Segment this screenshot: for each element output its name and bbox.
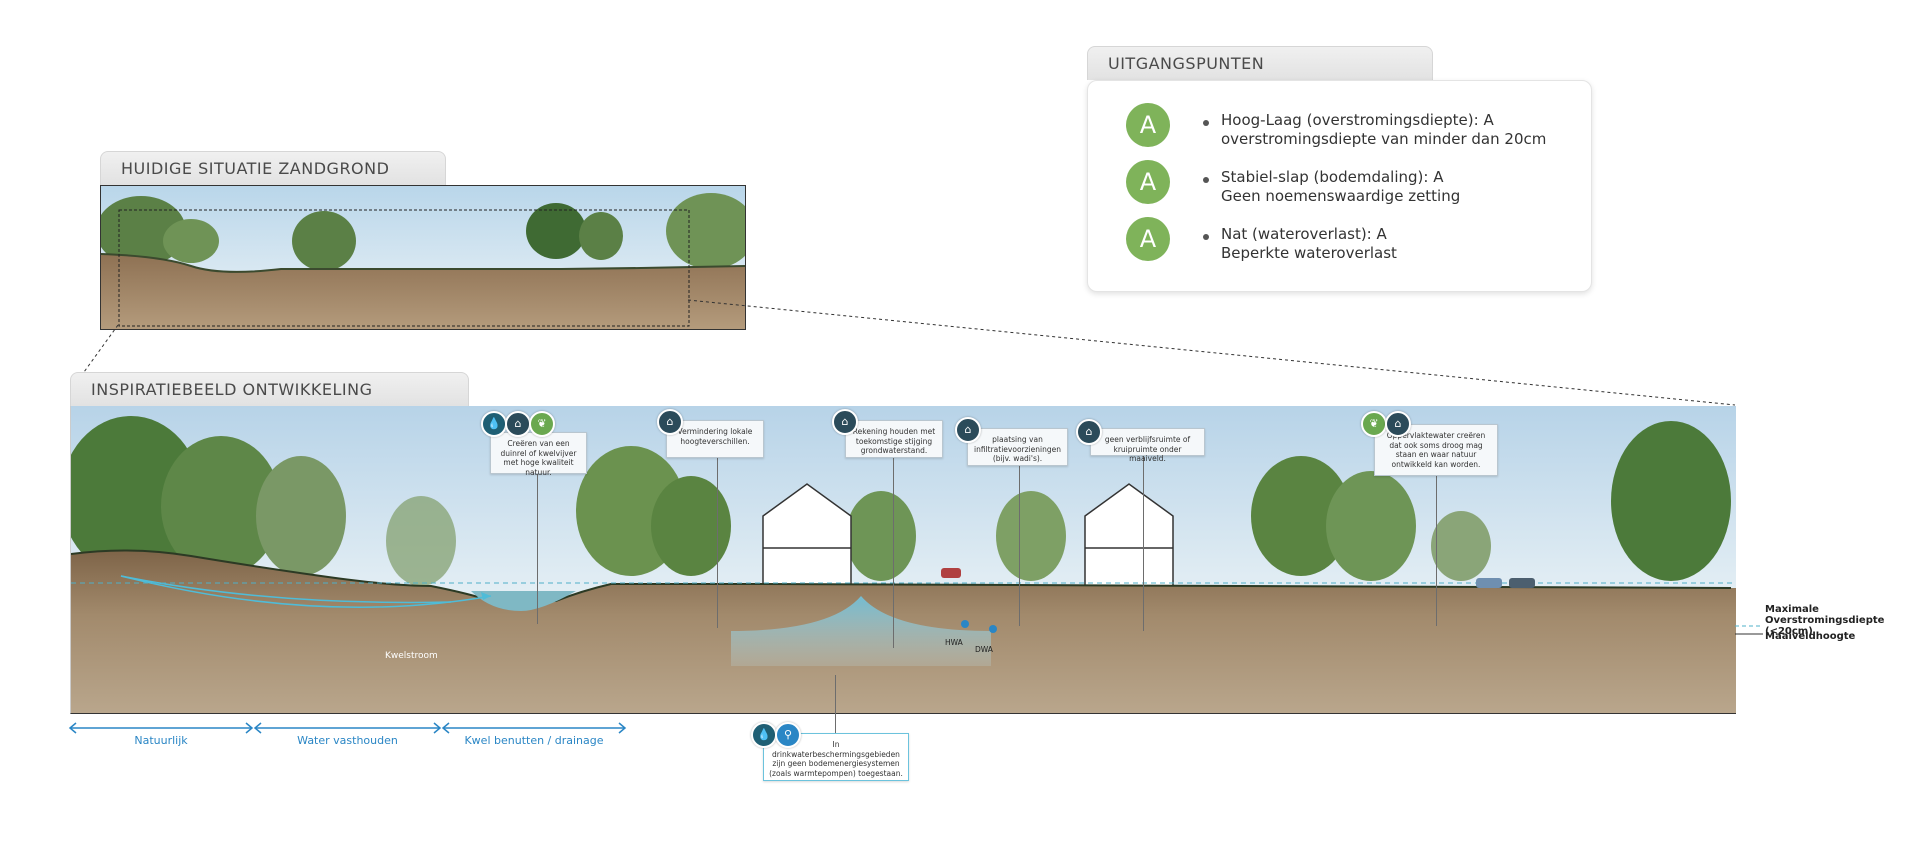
leaf-icon: ❦ <box>529 411 555 437</box>
callout-drinkwater: In drinkwaterbeschermingsgebieden zijn g… <box>763 733 909 781</box>
dwa-label: DWA <box>975 645 993 654</box>
current-situation-title: HUIDIGE SITUATIE ZANDGROND <box>121 159 390 178</box>
uitgangspunt-text: Stabiel-slap (bodemdaling): A Geen noeme… <box>1221 168 1581 206</box>
callout-kruipruimte: geen verblijfsruimte of kruipruimte onde… <box>1090 428 1205 463</box>
score-badge: A <box>1126 217 1170 261</box>
bullet-icon <box>1203 234 1209 240</box>
callout-stem <box>893 458 894 648</box>
uitgangspunt-item: A Nat (wateroverlast): A Beperkte watero… <box>1088 217 1591 267</box>
callout-hoogteverschillen: Vermindering lokale hoogteverschillen. <box>666 420 764 458</box>
callout-text: Vermindering lokale hoogteverschillen. <box>677 427 753 446</box>
callout-stem <box>1019 466 1020 626</box>
inspiration-image <box>70 406 1736 714</box>
house-icon: ⌂ <box>955 417 981 443</box>
leaf-icon: ❦ <box>1361 411 1387 437</box>
callout-text: In drinkwaterbeschermingsgebieden zijn g… <box>769 740 903 778</box>
zone-water-vasthouden: Water vasthouden <box>297 734 398 747</box>
hwa-label: HWA <box>945 638 963 647</box>
uitgangspunt-line: Nat (wateroverlast): A <box>1221 225 1387 243</box>
callout-text: Rekening houden met toekomstige stijging… <box>852 427 936 455</box>
maaiveld-label: Maaiveldhoogte <box>1765 631 1856 642</box>
uitgangspunten-title: UITGANGSPUNTEN <box>1108 54 1265 73</box>
uitgangspunt-item: A Hoog-Laag (overstromingsdiepte): A ove… <box>1088 103 1591 153</box>
callout-stem <box>717 458 718 628</box>
callout-text: plaatsing van infiltratievoorzieningen (… <box>974 435 1061 463</box>
zone-kwel-benutten: Kwel benutten / drainage <box>464 734 604 747</box>
inspiration-scene <box>71 406 1736 713</box>
uitgangspunt-item: A Stabiel-slap (bodemdaling): A Geen noe… <box>1088 160 1591 210</box>
callout-kwelvijver: Creëren van een duinrel of kwelvijver me… <box>490 432 587 477</box>
uitgangspunt-line: overstromingsdiepte van minder dan 20cm <box>1221 130 1547 148</box>
house-icon: ⌂ <box>1385 411 1411 437</box>
kwelstroom-label: Kwelstroom <box>385 651 438 661</box>
level-markers <box>1735 625 1763 635</box>
inspiration-tab: INSPIRATIEBEELD ONTWIKKELING ZANDGROND <box>70 372 469 433</box>
current-situation-scene <box>101 186 745 329</box>
current-situation-tab: HUIDIGE SITUATIE ZANDGROND <box>100 151 446 185</box>
uitgangspunten-panel: A Hoog-Laag (overstromingsdiepte): A ove… <box>1087 80 1592 292</box>
callout-text: Creëren van een duinrel of kwelvijver me… <box>500 439 577 477</box>
uitgangspunt-text: Nat (wateroverlast): A Beperkte waterove… <box>1221 225 1581 263</box>
zone-natuurlijk: Natuurlijk <box>134 734 188 747</box>
water-drop-icon: 💧 <box>751 722 777 748</box>
house-icon: ⌂ <box>505 411 531 437</box>
callout-text: Oppervlaktewater creëren dat ook soms dr… <box>1386 431 1486 469</box>
uitgangspunt-line: Geen noemenswaardige zetting <box>1221 187 1461 205</box>
uitgangspunt-line: Stabiel-slap (bodemdaling): A <box>1221 168 1444 186</box>
callout-text: geen verblijfsruimte of kruipruimte onde… <box>1104 435 1191 463</box>
house-icon: ⌂ <box>1076 419 1102 445</box>
water-drop-icon: 💧 <box>481 411 507 437</box>
callout-grondwaterstand: Rekening houden met toekomstige stijging… <box>845 420 943 458</box>
uitgangspunt-text: Hoog-Laag (overstromingsdiepte): A overs… <box>1221 111 1581 149</box>
bullet-icon <box>1203 177 1209 183</box>
score-badge: A <box>1126 160 1170 204</box>
callout-stem <box>1143 456 1144 631</box>
max-depth-label: Maximale Overstromingsdiepte (<20cm) <box>1765 604 1885 637</box>
zone-arrows <box>68 722 627 734</box>
uitgangspunt-line: Hoog-Laag (overstromingsdiepte): A <box>1221 111 1494 129</box>
score-badge: A <box>1126 103 1170 147</box>
house-icon: ⌂ <box>832 409 858 435</box>
callout-stem <box>835 675 836 741</box>
uitgangspunt-line: Beperkte wateroverlast <box>1221 244 1397 262</box>
callout-stem <box>1436 476 1437 626</box>
bullet-icon <box>1203 120 1209 126</box>
callout-infiltratie: plaatsing van infiltratievoorzieningen (… <box>967 428 1068 466</box>
uitgangspunten-tab: UITGANGSPUNTEN <box>1087 46 1433 80</box>
tap-icon: ⚲ <box>775 722 801 748</box>
callout-stem <box>537 474 538 624</box>
house-icon: ⌂ <box>657 409 683 435</box>
current-situation-image <box>100 185 746 330</box>
